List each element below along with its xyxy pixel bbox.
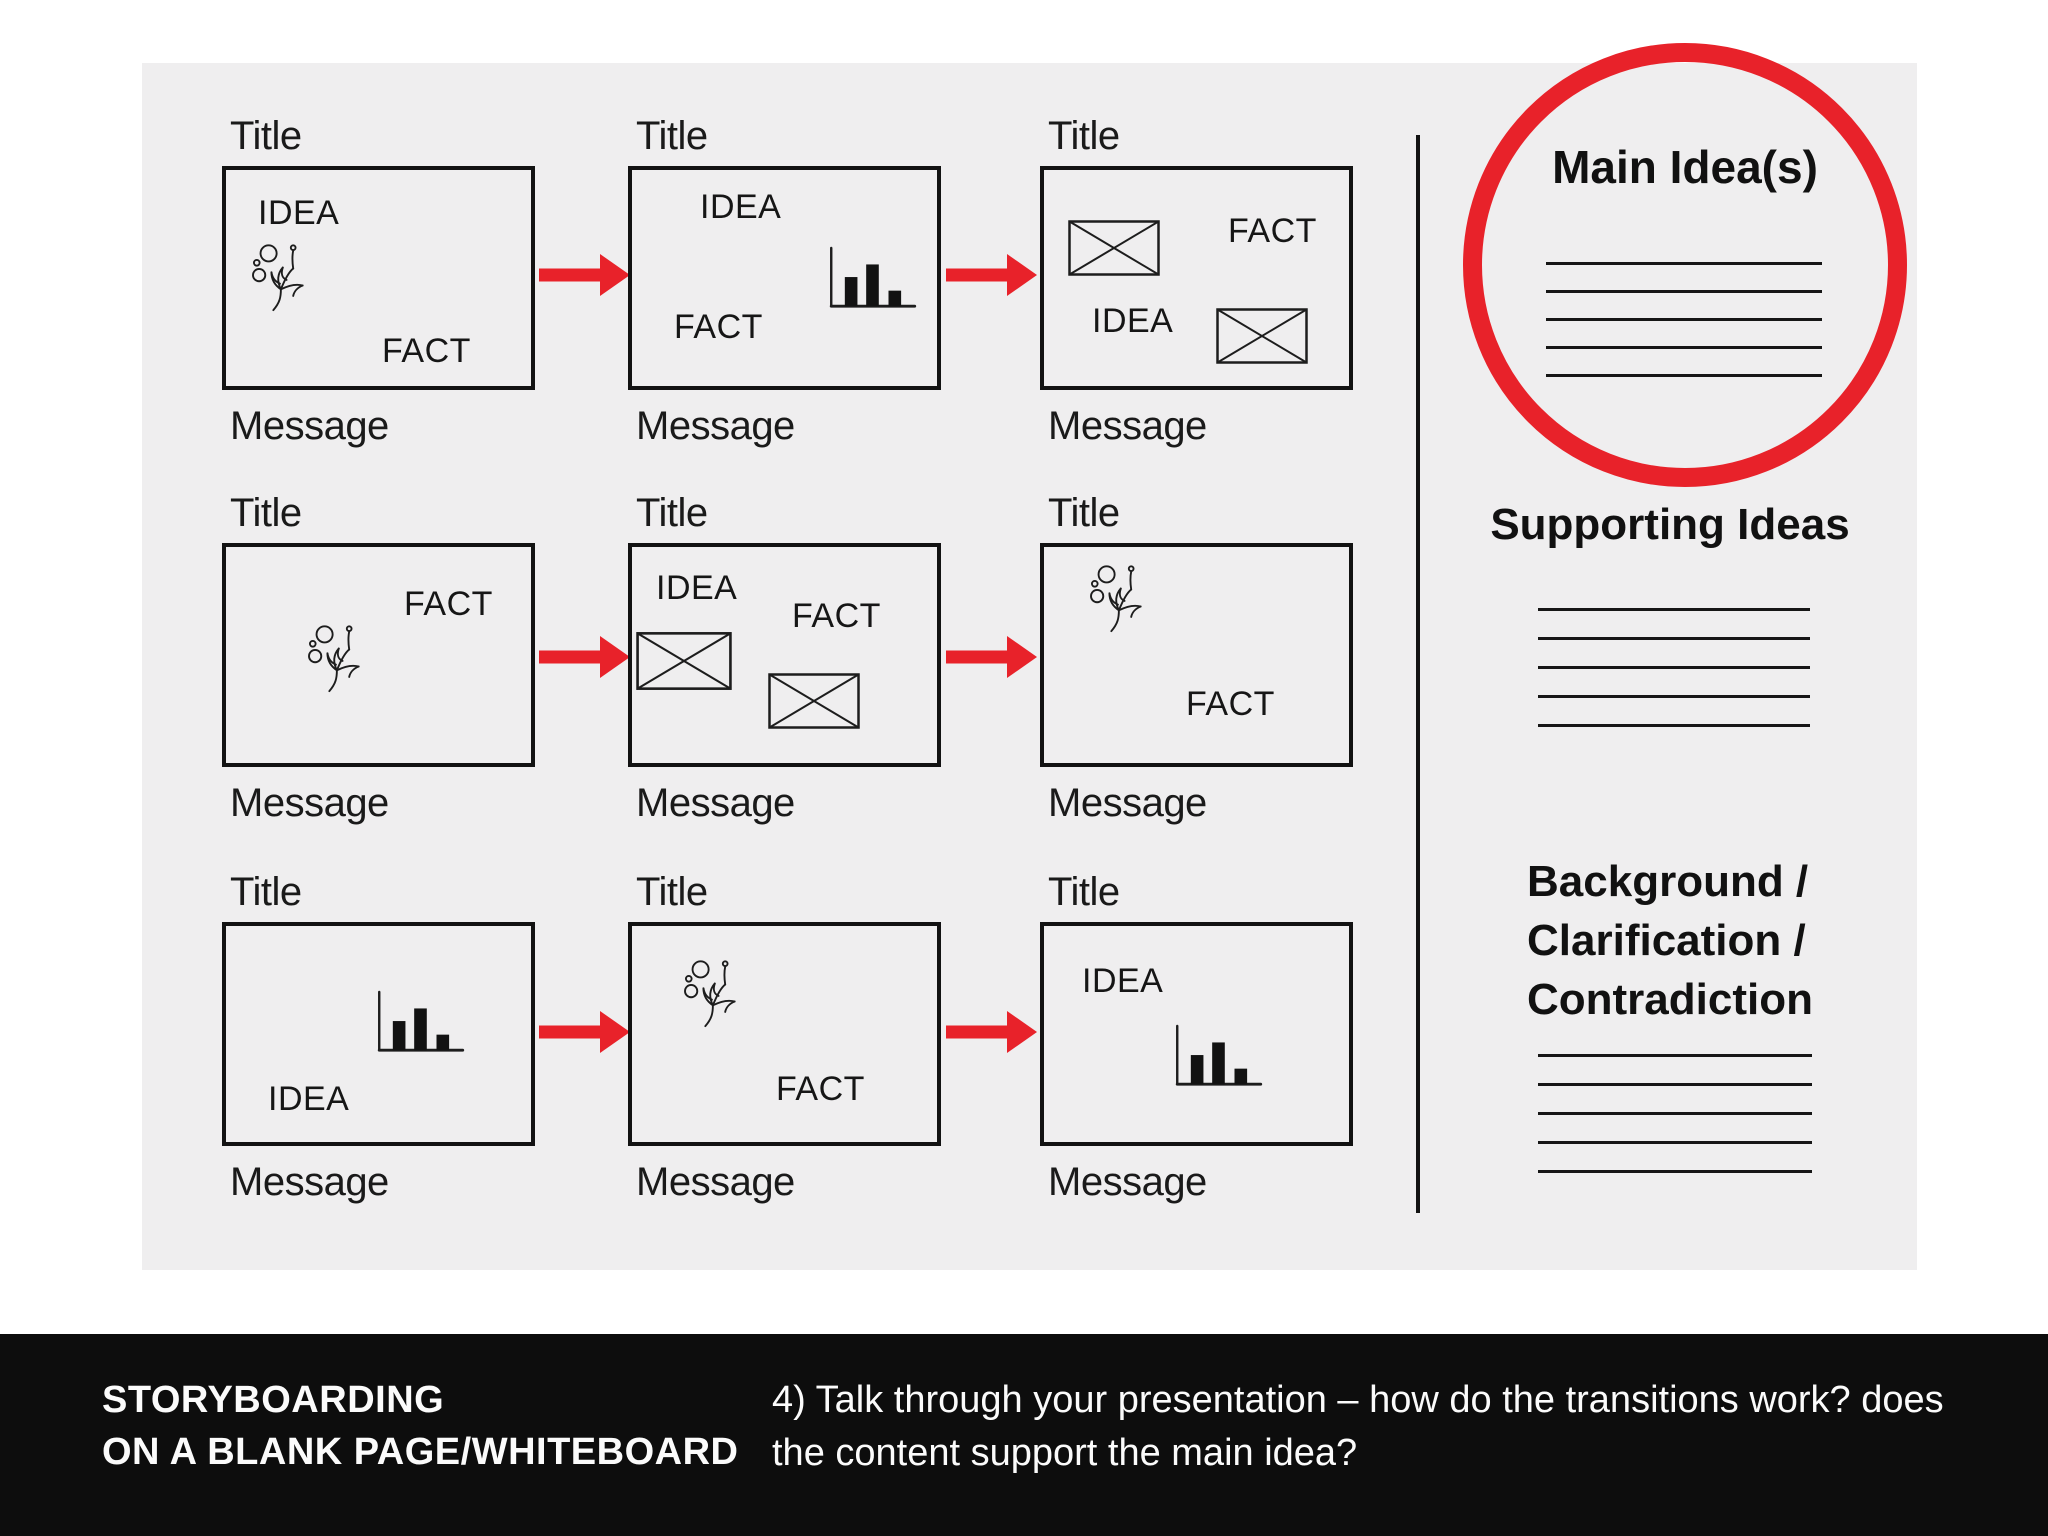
arrow-right-icon xyxy=(539,1010,630,1054)
idea-label: IDEA xyxy=(1092,302,1174,340)
ruled-line xyxy=(1538,724,1810,727)
ruled-line xyxy=(1538,666,1810,669)
frame-title-label: Title xyxy=(636,870,708,914)
idea-label: IDEA xyxy=(258,194,340,232)
plant-sketch-icon xyxy=(304,623,366,693)
background-heading-line: Contradiction xyxy=(1527,975,1813,1024)
frame-box: IDEA FACT xyxy=(222,166,535,390)
frame-message-label: Message xyxy=(230,1160,389,1204)
idea-label: IDEA xyxy=(700,188,782,226)
storyboard-frame-7: Title IDEA Message xyxy=(222,870,535,1204)
frame-title-label: Title xyxy=(230,114,302,158)
background-heading-line: Background / xyxy=(1527,857,1809,906)
footer-title-line2: ON A BLANK PAGE/WHITEBOARD xyxy=(102,1431,739,1473)
ruled-line xyxy=(1538,1083,1812,1086)
background-heading-block: Background / Clarification / Contradicti… xyxy=(1440,852,1900,1029)
frame-box: IDEA FACT xyxy=(628,166,941,390)
footer-title: STORYBOARDING ON A BLANK PAGE/WHITEBOARD xyxy=(102,1374,738,1478)
footer-note-line2: the content support the main idea? xyxy=(772,1432,1358,1474)
frame-box: FACT xyxy=(1040,543,1353,767)
frame-title-label: Title xyxy=(1048,491,1120,535)
frame-message-label: Message xyxy=(636,781,795,825)
footer-note: 4) Talk through your presentation – how … xyxy=(772,1374,2032,1480)
frame-title-label: Title xyxy=(230,491,302,535)
footer-title-line1: STORYBOARDING xyxy=(102,1379,445,1421)
storyboard-frame-5: Title IDEA FACT Message xyxy=(628,491,941,825)
ruled-line xyxy=(1538,637,1810,640)
fact-label: FACT xyxy=(776,1070,865,1108)
storyboard-frame-2: Title IDEA FACT Message xyxy=(628,114,941,448)
storyboard-frame-6: Title FACT Message xyxy=(1040,491,1353,825)
footer-bar: STORYBOARDING ON A BLANK PAGE/WHITEBOARD… xyxy=(0,1334,2048,1536)
image-placeholder-icon xyxy=(1216,308,1308,364)
frame-title-label: Title xyxy=(1048,870,1120,914)
ruled-line xyxy=(1546,346,1822,349)
ruled-line xyxy=(1538,1170,1812,1173)
plant-sketch-icon xyxy=(680,958,742,1028)
image-placeholder-icon xyxy=(1068,220,1160,276)
storyboard-frame-3: Title FACT IDEA Message xyxy=(1040,114,1353,448)
ruled-line xyxy=(1538,608,1810,611)
main-idea-circle xyxy=(1463,43,1907,487)
arrow-right-icon xyxy=(946,1010,1037,1054)
fact-label: FACT xyxy=(674,308,763,346)
frame-message-label: Message xyxy=(636,1160,795,1204)
ruled-line xyxy=(1546,290,1822,293)
ruled-line xyxy=(1538,1141,1812,1144)
fact-label: FACT xyxy=(404,585,493,623)
frame-title-label: Title xyxy=(230,870,302,914)
storyboard-frame-4: Title FACT Message xyxy=(222,491,535,825)
ruled-line xyxy=(1538,1112,1812,1115)
bar-chart-icon xyxy=(826,246,918,312)
storyboard-frame-9: Title IDEA Message xyxy=(1040,870,1353,1204)
storyboard-frame-8: Title FACT Message xyxy=(628,870,941,1204)
ruled-line xyxy=(1538,1054,1812,1057)
frame-box: FACT xyxy=(222,543,535,767)
idea-label: IDEA xyxy=(656,569,738,607)
frame-message-label: Message xyxy=(1048,781,1207,825)
background-heading-line: Clarification / xyxy=(1527,916,1806,965)
idea-label: IDEA xyxy=(268,1080,350,1118)
ruled-line xyxy=(1546,262,1822,265)
image-placeholder-icon xyxy=(768,669,860,733)
fact-label: FACT xyxy=(1186,685,1275,723)
supporting-ideas-heading: Supporting Ideas xyxy=(1490,500,1850,549)
frame-title-label: Title xyxy=(636,491,708,535)
fact-label: FACT xyxy=(1228,212,1317,250)
ruled-line xyxy=(1546,318,1822,321)
plant-sketch-icon xyxy=(1086,563,1148,633)
plant-sketch-icon xyxy=(248,242,310,312)
frame-title-label: Title xyxy=(1048,114,1120,158)
fact-label: FACT xyxy=(382,332,471,370)
image-placeholder-icon xyxy=(636,629,732,693)
bar-chart-icon xyxy=(1172,1024,1264,1090)
frame-message-label: Message xyxy=(636,404,795,448)
storyboard-frame-1: Title IDEA FACT Message xyxy=(222,114,535,448)
fact-label: FACT xyxy=(792,597,881,635)
arrow-right-icon xyxy=(946,635,1037,679)
frame-message-label: Message xyxy=(230,781,389,825)
frame-box: FACT xyxy=(628,922,941,1146)
idea-label: IDEA xyxy=(1082,962,1164,1000)
frame-message-label: Message xyxy=(230,404,389,448)
frame-box: IDEA FACT xyxy=(628,543,941,767)
divider-line xyxy=(1416,135,1420,1213)
frame-box: IDEA xyxy=(1040,922,1353,1146)
arrow-right-icon xyxy=(946,253,1037,297)
frame-box: FACT IDEA xyxy=(1040,166,1353,390)
main-idea-heading: Main Idea(s) xyxy=(1552,141,1818,193)
frame-message-label: Message xyxy=(1048,1160,1207,1204)
arrow-right-icon xyxy=(539,253,630,297)
bar-chart-icon xyxy=(374,990,466,1056)
frame-message-label: Message xyxy=(1048,404,1207,448)
ruled-line xyxy=(1538,695,1810,698)
arrow-right-icon xyxy=(539,635,630,679)
frame-box: IDEA xyxy=(222,922,535,1146)
ruled-line xyxy=(1546,374,1822,377)
footer-note-line1: 4) Talk through your presentation – how … xyxy=(772,1379,1944,1421)
frame-title-label: Title xyxy=(636,114,708,158)
